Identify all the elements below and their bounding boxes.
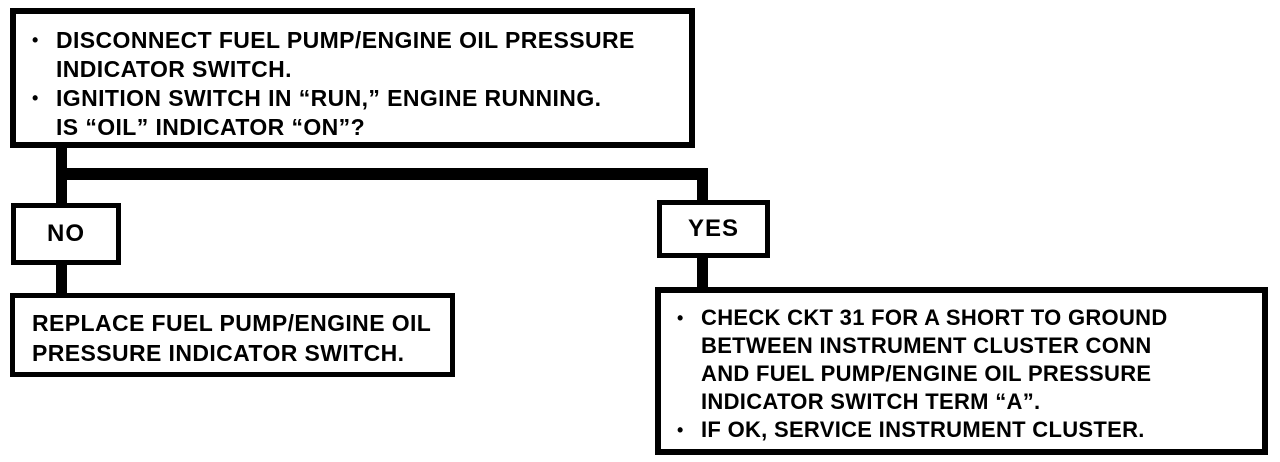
no-decision-box: NO: [11, 203, 121, 265]
yes-result-line-text: AND FUEL PUMP/ENGINE OIL PRESSURE: [701, 361, 1152, 386]
no-result-line: PRESSURE INDICATOR SWITCH.: [32, 340, 405, 366]
question-line-text: IGNITION SWITCH IN “RUN,” ENGINE RUNNING…: [56, 85, 602, 111]
bullet-spacer: [677, 360, 701, 388]
question-line: • IGNITION SWITCH IN “RUN,” ENGINE RUNNI…: [32, 84, 681, 113]
connector-no-to-result: [56, 260, 67, 298]
yes-result-line: • IF OK, SERVICE INSTRUMENT CLUSTER.: [677, 416, 1258, 444]
yes-result-line: AND FUEL PUMP/ENGINE OIL PRESSURE: [677, 360, 1258, 388]
connector-branch-bar: [56, 168, 708, 180]
question-line-text: DISCONNECT FUEL PUMP/ENGINE OIL PRESSURE: [56, 27, 635, 53]
no-result-box: REPLACE FUEL PUMP/ENGINE OIL PRESSURE IN…: [10, 293, 455, 377]
yes-result-line-text: CHECK CKT 31 FOR A SHORT TO GROUND: [701, 305, 1168, 330]
bullet-icon: •: [32, 30, 39, 50]
question-line-text: IS “OIL” INDICATOR “ON”?: [56, 114, 366, 140]
yes-result-line: INDICATOR SWITCH TERM “A”.: [677, 388, 1258, 416]
bullet-spacer: [677, 332, 701, 360]
no-result-line: REPLACE FUEL PUMP/ENGINE OIL: [32, 310, 432, 336]
bullet-spacer: [32, 55, 56, 84]
connector-down-to-yes: [697, 168, 708, 205]
question-box: • DISCONNECT FUEL PUMP/ENGINE OIL PRESSU…: [10, 8, 695, 148]
bullet-spacer: [677, 388, 701, 416]
question-line: • DISCONNECT FUEL PUMP/ENGINE OIL PRESSU…: [32, 26, 681, 55]
bullet-icon: •: [677, 308, 684, 328]
no-label: NO: [47, 220, 85, 247]
bullet-icon: •: [32, 88, 39, 108]
yes-result-box: • CHECK CKT 31 FOR A SHORT TO GROUND BET…: [655, 287, 1268, 455]
question-line-text: INDICATOR SWITCH.: [56, 56, 292, 82]
yes-result-line-text: IF OK, SERVICE INSTRUMENT CLUSTER.: [701, 417, 1145, 442]
yes-result-line: BETWEEN INSTRUMENT CLUSTER CONN: [677, 332, 1258, 360]
question-line: INDICATOR SWITCH.: [32, 55, 681, 84]
bullet-spacer: [32, 113, 56, 142]
yes-result-line-text: INDICATOR SWITCH TERM “A”.: [701, 389, 1041, 414]
connector-yes-to-result: [697, 253, 708, 292]
yes-result-line: • CHECK CKT 31 FOR A SHORT TO GROUND: [677, 304, 1258, 332]
yes-label: YES: [687, 215, 740, 242]
yes-result-line-text: BETWEEN INSTRUMENT CLUSTER CONN: [701, 333, 1152, 358]
question-line: IS “OIL” INDICATOR “ON”?: [32, 113, 681, 142]
bullet-icon: •: [677, 420, 684, 440]
yes-decision-box: YES: [657, 200, 770, 258]
